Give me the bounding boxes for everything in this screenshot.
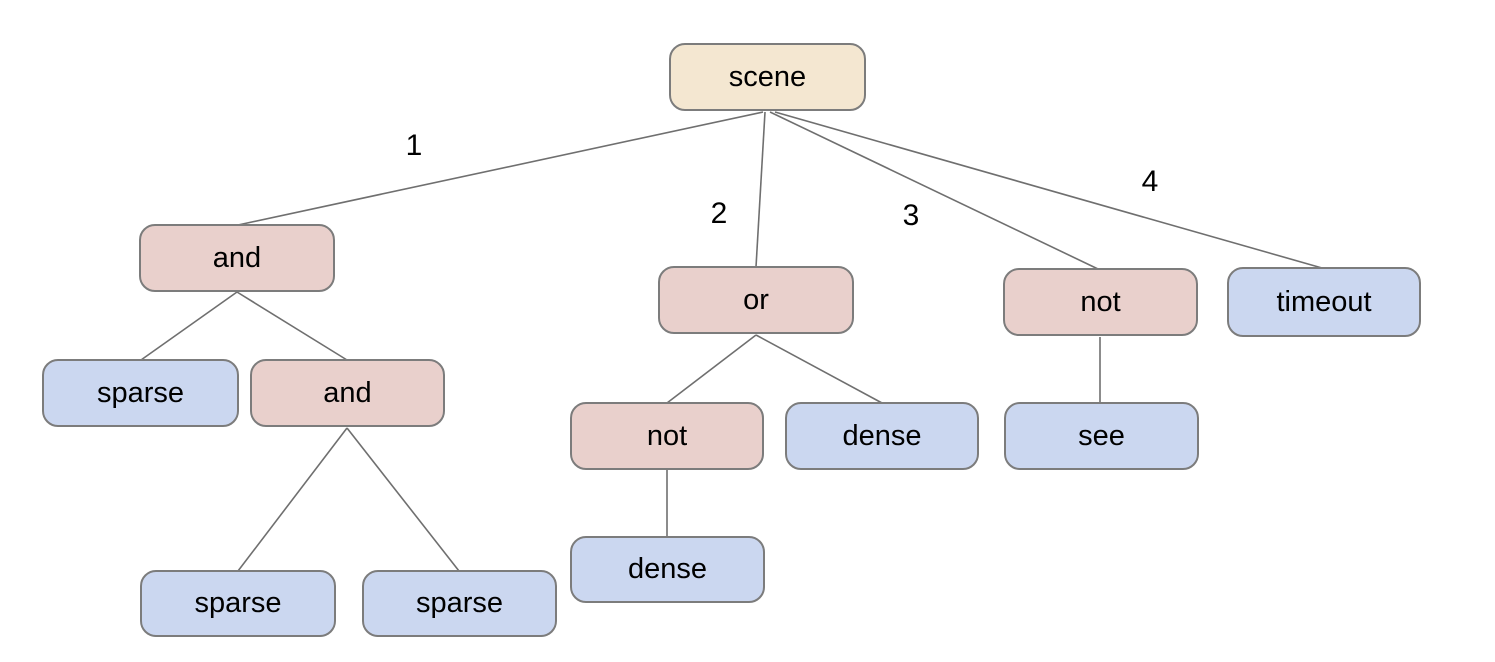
node-not-2: not: [570, 402, 764, 470]
edge-label-2: 2: [710, 197, 728, 230]
node-timeout: timeout: [1227, 267, 1421, 337]
edge-scene-to-timeout: [774, 111, 1323, 269]
edge-scene-to-or-1: [755, 111, 766, 268]
edge-or-1-to-dense-1: [755, 334, 883, 404]
node-sparse-3: sparse: [362, 570, 557, 637]
node-and-1: and: [139, 224, 335, 292]
edge-label-4: 4: [1141, 165, 1159, 198]
node-and-2: and: [250, 359, 445, 427]
edge-and-1-to-and-2: [236, 291, 348, 361]
node-dense-1: dense: [785, 402, 979, 470]
node-dense-2: dense: [570, 536, 765, 603]
node-see: see: [1004, 402, 1199, 470]
edge-label-3: 3: [902, 199, 920, 232]
edge-and-2-to-sparse-3: [346, 427, 460, 572]
node-scene: scene: [669, 43, 866, 111]
edge-and-1-to-sparse-1: [140, 291, 238, 361]
edge-label-1: 1: [405, 129, 423, 162]
node-or-1: or: [658, 266, 854, 334]
edge-and-2-to-sparse-2: [237, 427, 348, 572]
node-sparse-2: sparse: [140, 570, 336, 637]
edge-scene-to-and-1: [237, 111, 764, 226]
node-sparse-1: sparse: [42, 359, 239, 427]
edge-scene-to-not-1: [769, 111, 1099, 270]
edge-or-1-to-not-2: [666, 334, 757, 404]
node-not-1: not: [1003, 268, 1198, 336]
